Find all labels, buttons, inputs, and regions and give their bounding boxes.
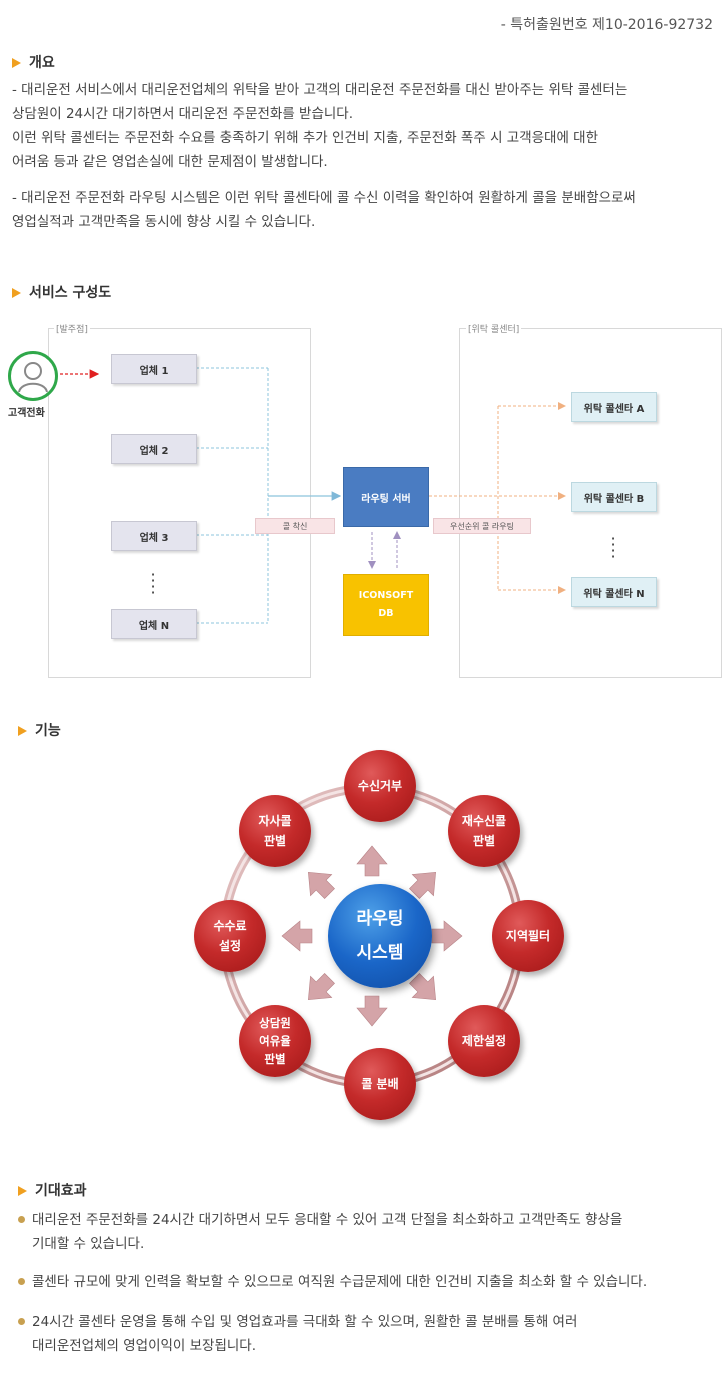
direction-arrows	[281, 845, 463, 1027]
feature-node-distribute: 콜 분배	[344, 1048, 416, 1120]
person-icon	[18, 362, 48, 393]
service-title: 서비스 구성도	[12, 282, 111, 302]
effects-title-text: 기대효과	[35, 1183, 87, 1199]
incoming-call-tag: 콜 착신	[255, 518, 335, 534]
section-marker-icon	[12, 58, 21, 68]
feature-node-agent: 상담원 여유율 판별	[239, 1005, 311, 1077]
effects-title: 기대효과	[18, 1180, 87, 1200]
overview-title: 개요	[12, 52, 55, 72]
patent-number: - 특허출원번호 제10-2016-92732	[500, 17, 713, 33]
callcenter-box-a: 위탁 콜센타 A	[571, 392, 657, 422]
effect-item-3: 24시간 콜센타 운영을 통해 수입 및 영업효과를 극대화 할 수 있으며, …	[18, 1310, 722, 1358]
section-marker-icon	[12, 288, 21, 298]
callcenter-box-b: 위탁 콜센타 B	[571, 482, 657, 512]
feature-node-recall: 재수신콜 판별	[448, 795, 520, 867]
effect-item-1: 대리운전 주문전화를 24시간 대기하면서 모두 응대할 수 있어 고객 단절을…	[18, 1208, 722, 1256]
priority-routing-tag: 우선순위 콜 라우팅	[433, 518, 531, 534]
db-label-1: ICONSOFT	[358, 590, 414, 601]
diagram-connectors	[60, 367, 566, 624]
company-box-1: 업체 1	[111, 354, 197, 384]
feature-node-own: 자사콜 판별	[239, 795, 311, 867]
section-marker-icon	[18, 726, 27, 736]
db-label-2: DB	[378, 608, 394, 619]
overview-paragraph-1: - 대리운전 서비스에서 대리운전업체의 위탁을 받아 고객의 대리운전 주문전…	[12, 82, 628, 170]
callcenter-box-n: 위탁 콜센타 N	[571, 577, 657, 607]
service-title-text: 서비스 구성도	[29, 285, 112, 301]
feature-node-fee: 수수료 설정	[194, 900, 266, 972]
company-box-3: 업체 3	[111, 521, 197, 551]
customer-label: 고객전화	[8, 408, 45, 419]
section-marker-icon	[18, 1186, 27, 1196]
routing-server: 라우팅 서버	[343, 467, 429, 527]
overview-title-text: 개요	[29, 55, 55, 71]
iconsoft-db: ICONSOFT DB	[343, 574, 429, 636]
feature-node-region: 지역필터	[492, 900, 564, 972]
routing-system-center: 라우팅 시스템	[328, 884, 432, 988]
customer-avatar	[8, 351, 58, 401]
features-title-text: 기능	[35, 723, 61, 739]
feature-node-reject: 수신거부	[344, 750, 416, 822]
company-ellipsis: ····	[150, 565, 156, 602]
company-box-2: 업체 2	[111, 434, 197, 464]
ordering-frame-label: [발주점]	[54, 322, 90, 335]
overview-paragraph-2: - 대리운전 주문전화 라우팅 시스템은 이런 위탁 콜센타에 콜 수신 이력을…	[12, 190, 636, 230]
features-title: 기능	[18, 720, 61, 740]
company-box-n: 업체 N	[111, 609, 197, 639]
callcenter-frame-label: [위탁 콜센터]	[466, 322, 522, 335]
callcenter-ellipsis: ····	[610, 529, 616, 566]
feature-node-limit: 제한설정	[448, 1005, 520, 1077]
effect-item-2: 콜센타 규모에 맞게 인력을 확보할 수 있으므로 여직원 수급문제에 대한 인…	[18, 1270, 725, 1294]
